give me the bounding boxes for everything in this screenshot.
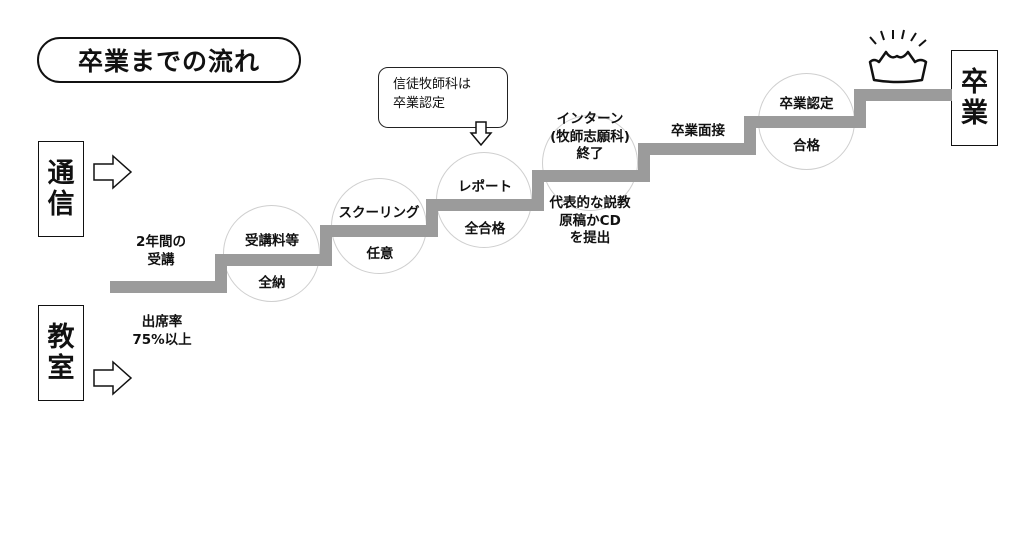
- callout-line-1: 信徒牧師科は: [393, 77, 472, 92]
- step5-bottom-line2: 原稿かCD: [559, 212, 621, 229]
- kyoshitsu-char-1: 教: [47, 321, 75, 353]
- graduation-char-2: 業: [961, 98, 988, 129]
- down-arrow-outline-icon: [469, 121, 493, 147]
- step1-top-line1: 2年間の: [136, 234, 186, 250]
- step1-top-label: 2年間の 受講: [118, 234, 204, 269]
- step1-bottom-line1: 出席率: [141, 314, 183, 330]
- callout-line-2: 卒業認定: [393, 95, 446, 111]
- tsushin-box: 通 信: [38, 141, 84, 237]
- step3-top-label: スクーリング: [338, 205, 420, 221]
- step-circle-tuition: [223, 205, 320, 302]
- step5-bottom-line1: 代表的な説教: [549, 195, 631, 211]
- step2-top-label: 受講料等: [245, 233, 299, 249]
- step-circle-intern: [542, 115, 638, 211]
- step7-bottom-label: 合格: [793, 138, 820, 154]
- step5-bottom-label: 代表的な説教 原稿かCD を提出: [538, 195, 642, 248]
- step7-top-label: 卒業認定: [779, 96, 834, 112]
- kyoshitsu-box: 教 室: [38, 305, 84, 401]
- step6-top-label: 卒業面接: [671, 123, 725, 139]
- graduation-box: 卒 業: [951, 50, 998, 146]
- step5-bottom-line3: を提出: [569, 230, 611, 247]
- page-title-text: 卒業までの流れ: [77, 47, 260, 76]
- step4-top-label: レポート: [458, 179, 512, 195]
- step1-top-line2: 受講: [147, 251, 175, 268]
- step3-bottom-label: 任意: [366, 246, 394, 262]
- step5-top-line1: インターン: [556, 111, 624, 127]
- kyoshitsu-char-2: 室: [47, 353, 75, 384]
- page-title: 卒業までの流れ: [37, 37, 301, 83]
- step1-bottom-label: 出席率 75%以上: [112, 314, 212, 349]
- crown-icon: [868, 29, 928, 84]
- step5-top-line2: (牧師志願科): [550, 128, 630, 145]
- step4-bottom-label: 全合格: [464, 221, 506, 237]
- step2-bottom-label: 全納: [258, 275, 286, 291]
- graduation-char-1: 卒: [961, 66, 988, 98]
- tsushin-char-2: 信: [47, 189, 75, 220]
- step1-bottom-line2: 75%以上: [132, 331, 192, 348]
- step5-top-label: インターン (牧師志願科) 終了: [538, 111, 642, 164]
- step5-top-line3: 終了: [576, 146, 604, 163]
- callout-bubble: 信徒牧師科は 卒業認定: [378, 67, 508, 128]
- tsushin-char-1: 通: [47, 157, 75, 189]
- right-arrow-outline-icon: [93, 360, 133, 396]
- right-arrow-outline-icon: [93, 154, 133, 190]
